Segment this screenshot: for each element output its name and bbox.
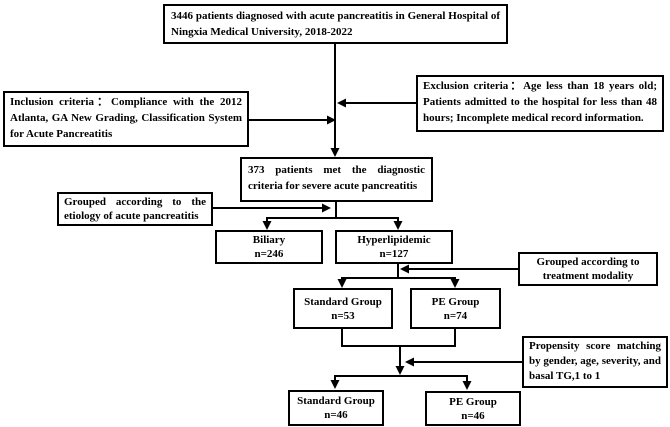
node-title: Standard Group [304,295,382,308]
node-count: n=46 [461,409,485,422]
node-title: PE Group [449,395,497,408]
node-label: Inclusion criteria：Compliance with the 2… [10,96,242,140]
node-title: Hyperlipidemic [357,234,431,246]
arrow-etiology-note-to-line [213,203,331,213]
node-exclusion-criteria: Exclusion criteria：Age less than 18 year… [416,75,664,132]
node-total-patients: 3446 patients diagnosed with acute pancr… [163,4,508,44]
split-hyperlipidemic-to-treatment-groups [337,264,460,288]
node-label: Exclusion criteria：Age less than 18 year… [423,80,657,124]
node-title: Standard Group [297,395,375,407]
node-label: Grouped according to treatment modality [536,256,640,282]
merge-groups-line [341,329,456,375]
node-inclusion-criteria: Inclusion criteria：Compliance with the 2… [3,91,249,147]
split-sap-to-etiology-groups [262,202,403,230]
node-sap-patients: 373 patients met the diagnostic criteria… [240,157,433,202]
node-treatment-grouping-note: Grouped according to treatment modality [518,252,658,286]
node-etiology-grouping-note: Grouped according to the etiology of acu… [57,192,213,226]
node-standard-group-53: Standard Group n=53 [293,288,393,329]
arrow-propensity-note-to-line [405,357,522,367]
arrow-treatment-note-to-line [400,264,518,274]
node-count: n=246 [254,248,284,260]
arrow-total-to-sap [330,43,340,157]
arrow-exclusion-to-line [337,98,416,108]
node-count: n=53 [331,309,355,322]
node-label: Grouped according to the etiology of acu… [64,196,206,222]
node-count: n=74 [443,309,468,322]
node-title: Biliary [252,234,286,246]
node-count: n=46 [324,409,348,421]
node-pe-group-74: PE Group n=74 [410,288,501,329]
node-hyperlipidemic: Hyperlipidemic n=127 [335,230,453,264]
node-standard-group-46: Standard Group n=46 [288,390,384,426]
node-label: Propensity score matching by gender, age… [529,340,661,382]
node-propensity-matching-note: Propensity score matching by gender, age… [522,336,668,388]
node-title: PE Group [431,295,480,308]
node-biliary: Biliary n=246 [215,230,323,264]
split-to-matched-groups [330,375,472,390]
node-count: n=127 [379,248,409,260]
node-label: 373 patients met the diagnostic criteria… [248,164,425,192]
arrow-inclusion-to-line [249,115,336,125]
node-pe-group-46: PE Group n=46 [425,391,521,426]
node-label: 3446 patients diagnosed with acute pancr… [171,10,500,38]
